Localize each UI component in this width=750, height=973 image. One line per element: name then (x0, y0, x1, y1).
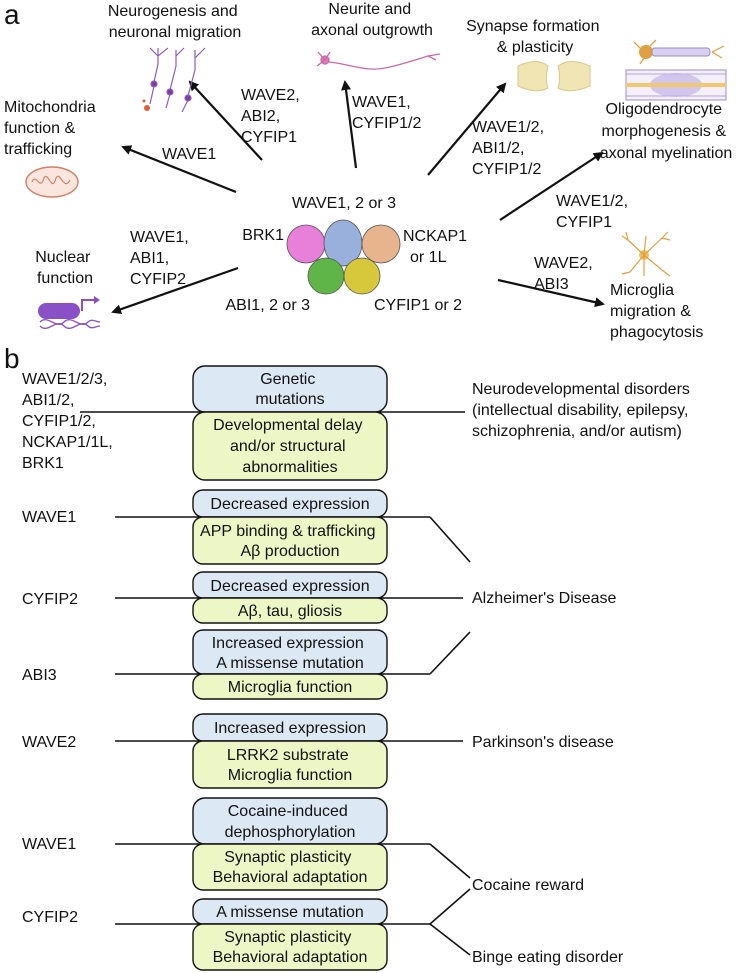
function-neurogenesis: Neurogenesis and neuronal migration (108, 3, 242, 41)
arrow-mito (121, 145, 237, 194)
svg-text:Decreased expression: Decreased expression (210, 578, 369, 595)
mitochondria-icon (25, 166, 79, 198)
function-microglia: Microglia migration & phagocytosis (610, 282, 703, 341)
genes-row-5: WAVE2 (22, 734, 76, 751)
complex-label-wave: WAVE1, 2 or 3 (292, 195, 396, 212)
cyfip-subunit (343, 257, 381, 295)
row-7-boxes: A missense mutation Synaptic plasticity … (192, 898, 388, 971)
row-5-boxes: Increased expression LRRK2 substrate Mic… (192, 713, 388, 789)
function-nuclear: Nuclear function (35, 249, 95, 287)
panel-b-letter: b (4, 343, 20, 374)
svg-text:A missense mutation: A missense mutation (216, 904, 364, 921)
outcome-parkinsons: Parkinson's disease (472, 734, 614, 751)
panel-a-letter: a (4, 0, 20, 30)
complex-label-brk1: BRK1 (242, 227, 284, 244)
function-mito: Mitochondria function & trafficking (4, 99, 100, 158)
complex-label-nckap1: NCKAP1 or 1L (403, 228, 471, 266)
svg-text:Increased expression: Increased expression (214, 720, 366, 737)
box-synaptic-plasticity-2 (192, 923, 388, 971)
arrow-label-neurite: WAVE1, CYFIP1/2 (352, 94, 421, 132)
arrow-neurite (341, 80, 358, 169)
svg-text:Aβ, tau, gliosis: Aβ, tau, gliosis (238, 603, 342, 620)
box-abeta-tau (192, 597, 388, 624)
brk1-subunit (286, 224, 326, 264)
oligodendrocyte-icon (625, 39, 727, 101)
wave-complex (286, 219, 401, 295)
outcome-alzheimers: Alzheimer's Disease (472, 590, 617, 607)
abi-subunit (307, 257, 345, 295)
box-microglia-function-1 (192, 673, 388, 700)
svg-text:Decreased expression: Decreased expression (210, 496, 369, 513)
svg-text:Developmental delay and/: Developmental delay and/or structural ab… (213, 417, 367, 476)
arrow-label-nuclear: WAVE1, ABI1, CYFIP2 (130, 229, 193, 288)
outcome-neurodevelopmental: Neurodevelopmental disorders (intellectu… (472, 381, 694, 440)
box-app-binding (192, 516, 388, 565)
outcome-binge: Binge eating disorder (472, 949, 624, 966)
complex-label-abi: ABI1, 2 or 3 (226, 297, 311, 314)
outcome-cocaine: Cocaine reward (472, 877, 584, 894)
arrow-label-oligo: WAVE1/2, CYFIP1 (556, 193, 632, 231)
arrow-neurogenesis (188, 80, 263, 161)
complex-label-cyfip: CYFIP1 or 2 (374, 297, 462, 314)
row-1-boxes: Genetic mutations Developmental delay an… (192, 365, 388, 481)
svg-text:Synaptic plasticity Beha: Synaptic plasticity Behavioral adaptatio… (213, 929, 368, 966)
arrow-label-microglia: WAVE2, ABI3 (534, 255, 597, 293)
panel-a-arrows (111, 80, 605, 315)
svg-text:APP binding & trafficking: APP binding & trafficking Aβ production (200, 523, 380, 560)
svg-text:LRRK2 substrate Microgli: LRRK2 substrate Microglia function (227, 747, 353, 784)
row-3-boxes: Decreased expression Aβ, tau, gliosis (192, 571, 388, 624)
genes-row-3: CYFIP2 (22, 591, 78, 608)
box-developmental-delay (192, 411, 388, 481)
row-4-boxes: Increased expression A missense mutation… (192, 629, 388, 700)
arrow-nuclear (111, 266, 239, 315)
svg-text:Microglia function: Microglia function (228, 679, 353, 696)
svg-text:Increased expression A m: Increased expression A missense mutation (212, 635, 369, 672)
function-oligo: Oligodendrocyte morphogenesis & axonal m… (600, 101, 733, 162)
arrow-microglia (497, 278, 605, 308)
svg-text:Synaptic plasticity Beha: Synaptic plasticity Behavioral adaptatio… (213, 849, 368, 886)
svg-text:Cocaine-induced dephosph: Cocaine-induced dephosphorylation (225, 803, 356, 841)
nuclear-dna-icon (38, 296, 101, 329)
function-neurite: Neurite and axonal outgrowth (311, 1, 433, 39)
genes-row-2: WAVE1 (22, 509, 76, 526)
genes-row-7: CYFIP2 (22, 909, 78, 926)
row-6-boxes: Cocaine-induced dephosphorylation Synapt… (192, 797, 388, 891)
arrow-label-neurogenesis: WAVE2, ABI2, CYFIP1 (241, 87, 304, 146)
arrow-label-mito: WAVE1 (162, 146, 216, 163)
svg-text:Genetic mutations: Genetic mutations (255, 371, 324, 408)
function-synapse: Synapse formation & plasticity (466, 18, 604, 56)
nckap1-subunit (361, 224, 401, 264)
row-2-boxes: Decreased expression APP binding & traff… (192, 489, 388, 565)
microglia-icon (621, 231, 671, 277)
arrow-oligo (499, 151, 604, 221)
arrow-synapse (427, 82, 507, 176)
box-lrrk2 (192, 740, 388, 789)
synapse-icon (517, 61, 591, 92)
genes-row-4: ABI3 (22, 667, 57, 684)
neurite-neuron-icon (316, 51, 441, 70)
genes-row-6: WAVE1 (22, 836, 76, 853)
box-synaptic-plasticity-1 (192, 843, 388, 891)
neuron-cluster-icon (142, 47, 206, 113)
arrow-label-synapse: WAVE1/2, ABI1/2, CYFIP1/2 (472, 119, 548, 178)
genes-row-1: WAVE1/2/3, ABI1/2, CYFIP1/2, NCKAP1/1L, … (22, 371, 117, 472)
